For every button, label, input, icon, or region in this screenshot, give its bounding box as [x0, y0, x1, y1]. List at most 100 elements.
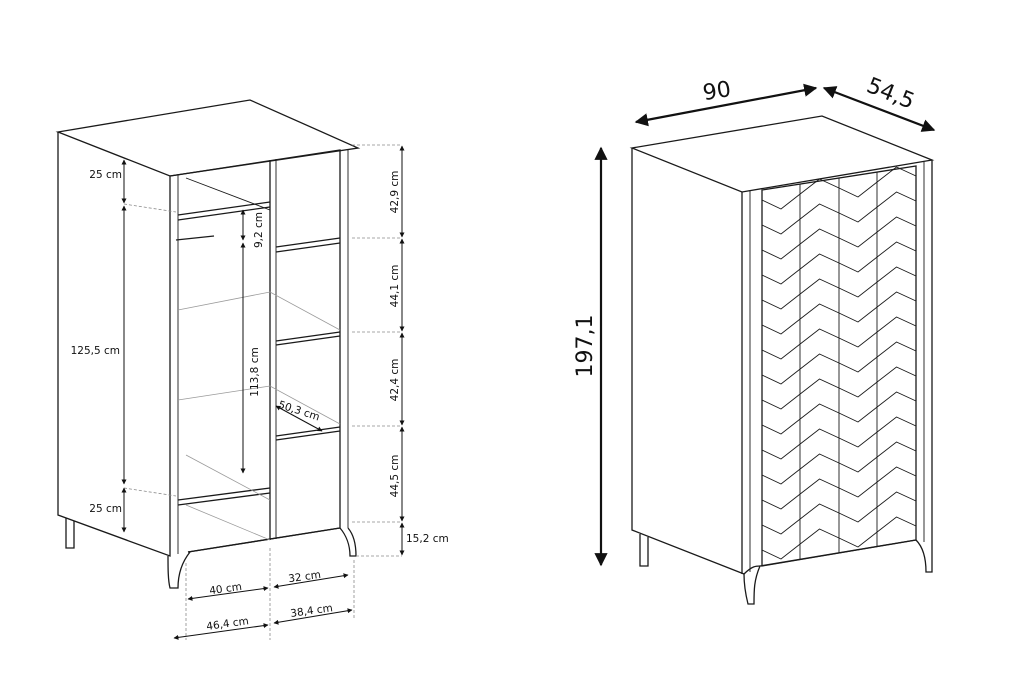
right-extension-lines: [352, 144, 402, 557]
herringbone-chevron: [761, 218, 801, 235]
ghost-shelf-1: [177, 291, 341, 331]
herringbone-chevron: [838, 306, 878, 323]
herringbone-chevron: [838, 481, 878, 498]
dim-9-2: 9,2 cm: [253, 212, 265, 248]
front-left-leg: [743, 565, 761, 605]
herringbone-chevron: [838, 281, 878, 298]
herringbone-chevron: [799, 403, 840, 420]
herringbone-chevron: [761, 493, 801, 510]
herringbone-chevron: [876, 191, 917, 208]
herringbone-chevron: [799, 278, 840, 295]
herringbone-chevron: [799, 353, 840, 370]
herringbone-chevron: [876, 391, 917, 408]
herringbone-chevron: [876, 341, 917, 358]
herringbone-chevron: [761, 268, 801, 285]
herringbone-chevron: [876, 516, 917, 533]
herringbone-chevron: [799, 453, 840, 470]
herringbone-chevron: [838, 181, 878, 198]
herringbone-chevron: [838, 531, 878, 548]
herringbone-chevron: [799, 203, 840, 220]
herringbone-chevron: [838, 331, 878, 348]
dim-46-4: 46,4 cm: [206, 615, 250, 633]
closed-wardrobe-view: 90 54,5 197,1: [573, 73, 936, 605]
herringbone-chevron: [876, 166, 917, 183]
herringbone-chevron: [838, 206, 878, 223]
open-wardrobe-view: 25 cm 125,5 cm 25 cm 9,2 cm 113,8 cm 50,…: [55, 99, 449, 640]
herringbone-chevron: [761, 243, 801, 260]
dim-38-4: 38,4 cm: [290, 602, 334, 620]
back-leg: [639, 534, 649, 567]
dim-44-5: 44,5 cm: [389, 455, 401, 498]
left-extension-lines: [123, 203, 177, 497]
herringbone-chevron: [761, 368, 801, 385]
herringbone-chevron: [876, 266, 917, 283]
plinth-curve-left: [743, 565, 761, 575]
herringbone-chevron: [838, 256, 878, 273]
herringbone-chevron: [799, 253, 840, 270]
inner-back-line: [185, 177, 271, 211]
herringbone-chevron: [799, 303, 840, 320]
bottom-shelf: [177, 487, 271, 506]
dim-line-38-4: [273, 608, 353, 625]
shelf-3: [275, 426, 341, 441]
herringbone-chevron: [761, 418, 801, 435]
bottom-extension-lines: [185, 548, 355, 640]
front-right-leg: [339, 527, 357, 557]
dim-line-50-3: [275, 405, 323, 432]
herringbone-chevron: [761, 468, 801, 485]
dim-height: 197,1: [573, 315, 598, 378]
ghost-back: [185, 454, 271, 501]
herringbone-chevron: [761, 193, 801, 210]
herringbone-chevron: [799, 178, 840, 195]
herringbone-chevron: [761, 543, 801, 560]
ghost-floor: [185, 504, 271, 541]
dim-125-5: 125,5 cm: [71, 345, 120, 357]
shelf-2: [275, 331, 341, 346]
shelf-1: [275, 237, 341, 253]
right-front-edge: [915, 160, 933, 573]
dim-32: 32 cm: [288, 569, 322, 585]
herringbone-chevron: [799, 228, 840, 245]
herringbone-chevron: [838, 381, 878, 398]
herringbone-chevron: [838, 356, 878, 373]
herringbone-chevron: [799, 428, 840, 445]
herringbone-chevron: [876, 316, 917, 333]
herringbone-chevron: [876, 416, 917, 433]
wardrobe-top: [55, 99, 361, 177]
herringbone-chevron: [838, 431, 878, 448]
herringbone-chevron: [761, 343, 801, 360]
dim-25-bottom: 25 cm: [89, 503, 122, 515]
back-leg: [65, 518, 75, 549]
dim-50-3: 50,3 cm: [277, 399, 321, 424]
herringbone-chevron: [761, 293, 801, 310]
herringbone-chevron: [876, 241, 917, 258]
dim-line-46-4: [173, 623, 269, 640]
dim-line-depth: [822, 86, 936, 132]
wardrobe-side: [631, 148, 745, 575]
herringbone-chevron: [838, 456, 878, 473]
herringbone-chevron: [799, 528, 840, 545]
dim-line-40: [187, 586, 269, 601]
dim-line-32: [273, 573, 349, 589]
dim-25-top: 25 cm: [89, 169, 122, 181]
dim-40: 40 cm: [209, 581, 243, 597]
herringbone-chevron: [761, 443, 801, 460]
door-columns: [799, 172, 878, 560]
dim-42-4: 42,4 cm: [389, 359, 401, 402]
herringbone-chevron: [876, 291, 917, 308]
dim-width: 90: [701, 77, 733, 106]
herringbone-chevron: [838, 506, 878, 523]
dim-113-8: 113,8 cm: [249, 347, 261, 396]
dim-line-width: [634, 83, 818, 127]
herringbone-chevron: [876, 216, 917, 233]
herringbone-chevron: [799, 478, 840, 495]
dim-15-2: 15,2 cm: [406, 533, 449, 545]
plinth: [187, 527, 341, 553]
herringbone-doors: [761, 165, 917, 567]
herringbone-chevron: [838, 406, 878, 423]
herringbone-chevron: [876, 491, 917, 508]
wardrobe-top: [629, 115, 935, 193]
herringbone-chevron: [761, 318, 801, 335]
